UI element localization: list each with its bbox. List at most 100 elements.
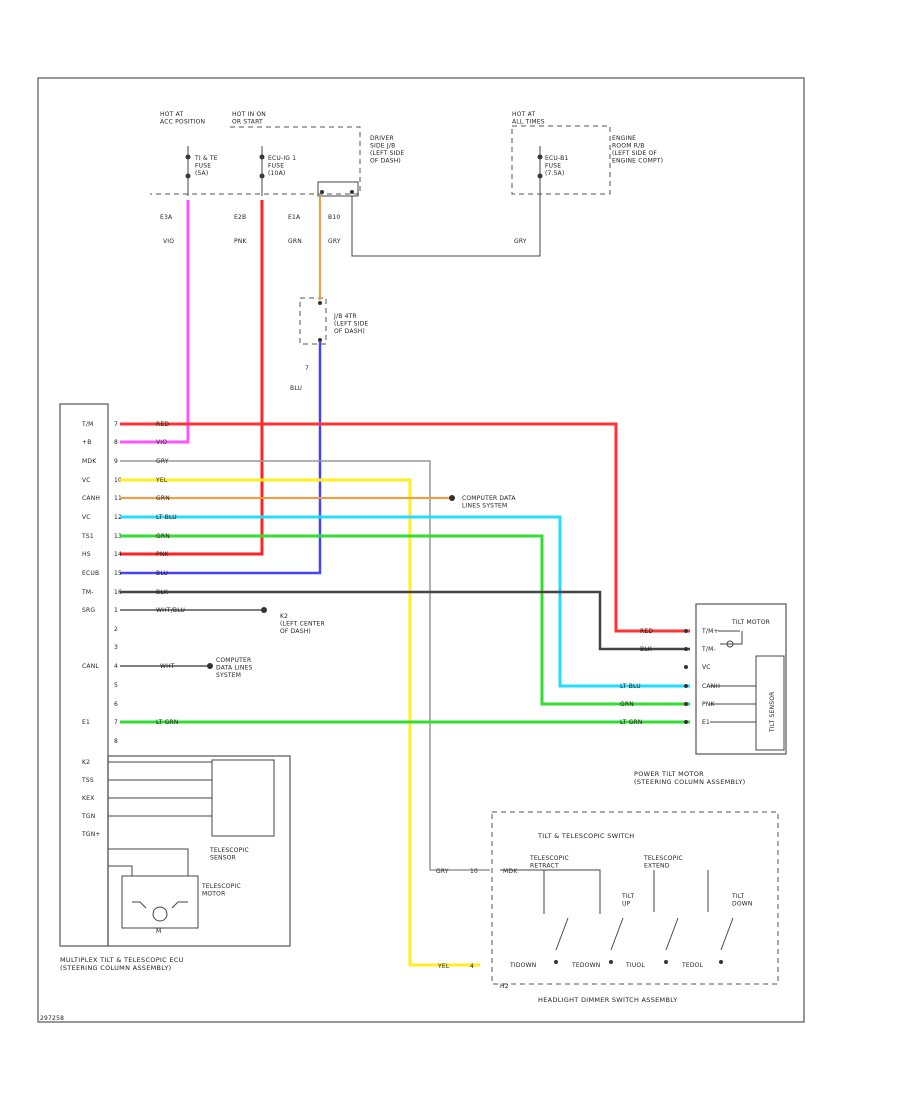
ecu-pin-number: 12 xyxy=(114,514,122,521)
switch-contact-label: TIUOL xyxy=(625,962,645,969)
ecu-pin-label: HS xyxy=(82,551,91,558)
ecu-pin-number: 11 xyxy=(114,495,122,502)
ecu-pin-number: 15 xyxy=(114,570,122,577)
ecu-lower-pin: TGN+ xyxy=(81,831,101,838)
ecu-wire-label: BLU xyxy=(156,570,168,577)
ecu-pin-label: TM- xyxy=(81,589,94,596)
tilt-wire-label: BLK xyxy=(640,646,653,653)
ecu-pin-label: ECUB xyxy=(82,570,99,577)
jb-4tr-wire: BLU xyxy=(290,385,302,392)
footer-code: 297258 xyxy=(40,1015,64,1022)
ecu-pin-number: 3 xyxy=(114,644,118,651)
tilt-motor-pin: T/M- xyxy=(701,646,716,653)
switch-contact-label: TIDOWN xyxy=(509,962,536,969)
ecu-pin-number: 6 xyxy=(114,701,118,708)
switch-title: TILT & TELESCOPIC SWITCH xyxy=(537,832,635,840)
power-tilt-motor: TILT SENSOR TILT MOTOR T/M+T/M-VCCANHPNK… xyxy=(620,603,787,786)
switch-assembly-label: HEADLIGHT DIMMER SWITCH ASSEMBLY xyxy=(538,996,678,1004)
pin-e3a: E3A xyxy=(160,214,173,221)
ecu-box: MULTIPLEX TILT & TELESCOPIC ECU(STEERING… xyxy=(59,403,291,972)
tilt-motor-pin: T/M+ xyxy=(701,628,719,635)
tilt-connector-dot xyxy=(684,629,688,633)
switch-contact-dot xyxy=(664,960,668,964)
motor-icon xyxy=(152,906,168,922)
tilt-sensor-label: TILT SENSOR xyxy=(769,691,776,733)
switch-gry-wire: GRY xyxy=(436,868,449,875)
ecu-pin-number: 10 xyxy=(114,477,122,484)
telescopic-sensor-box xyxy=(211,759,275,837)
tilt-connector-dot xyxy=(684,684,688,688)
tilt-wire-label: LT GRN xyxy=(620,719,643,726)
tilt-motor-pin: CANH xyxy=(702,683,720,690)
ecu-pin-number: 5 xyxy=(114,682,118,689)
ecu-pin-number: 8 xyxy=(114,439,118,446)
switch-blade xyxy=(720,917,734,951)
ecu-wire-label: YEL xyxy=(155,477,168,484)
ecu-pin-number: 13 xyxy=(114,533,122,540)
ecu-wire-label: PNK xyxy=(156,551,170,558)
ecu-lower-pin: TGN xyxy=(81,813,95,820)
switch-contact-label: TEDOWN xyxy=(571,962,600,969)
ecu-pin-number: 14 xyxy=(114,551,122,558)
tilt-connector-dot xyxy=(684,665,688,669)
wire-vio xyxy=(120,200,190,444)
driver-jb-outline xyxy=(150,126,361,195)
ecu-pin-label: MDK xyxy=(82,458,97,465)
wire-ltblu xyxy=(120,515,690,688)
tilt-wire-label: LT BLU xyxy=(620,683,641,690)
switch-contact-dot xyxy=(554,960,558,964)
wire-gry-label-a: GRY xyxy=(328,238,341,245)
pin-e1a: E1A xyxy=(288,214,301,221)
ecu-pin-number: 7 xyxy=(114,719,118,726)
wire-blu xyxy=(120,342,322,575)
ecu-lower-pin: TSS xyxy=(81,777,94,784)
ecu-lower-pin: KEX xyxy=(82,795,94,802)
ecu-pin-label: VC xyxy=(82,477,91,484)
switch-blade xyxy=(555,917,569,951)
ecu-pin-label: T/M xyxy=(81,421,93,428)
ecu-wire-label: VIO xyxy=(156,439,167,446)
tilt-wire-label: GRN xyxy=(620,701,634,708)
ecu-wire-label: LT GRN xyxy=(156,719,179,726)
pin-e2b: E2B xyxy=(234,214,246,221)
switch-blade xyxy=(610,917,624,951)
ecu-pin-number: 8 xyxy=(114,738,118,745)
ecu-pin-number: 1 xyxy=(114,607,118,614)
wire-gry-label-b: GRY xyxy=(514,238,527,245)
tilt-connector-dot xyxy=(684,702,688,706)
ecu-wire-label: WHT xyxy=(160,663,175,670)
switch-yel-wire: YEL xyxy=(437,963,450,970)
diagram-frame xyxy=(37,77,805,1023)
tilt-motor-label: TILT MOTOR xyxy=(731,619,770,626)
switch-blade xyxy=(665,917,679,951)
ecu-pin-number: 16 xyxy=(114,589,122,596)
ecu-title: MULTIPLEX TILT & TELESCOPIC ECU(STEERING… xyxy=(60,956,184,972)
wire-blk xyxy=(120,590,690,651)
ecu-lower-pin: K2 xyxy=(82,759,90,766)
ecu-wire-label: GRN xyxy=(156,533,170,540)
switch-mdk: MDK xyxy=(503,868,518,875)
wire-red xyxy=(120,422,690,633)
switch-connector: H2 xyxy=(500,983,509,990)
telescopic-motor-box xyxy=(121,875,199,929)
wire-gry-ecu xyxy=(120,460,490,871)
ecu-wire-label: GRY xyxy=(156,458,169,465)
wire-pnk-label: PNK xyxy=(234,238,248,245)
ecu-pin-number: 2 xyxy=(114,626,118,633)
wire-grn-label: GRN xyxy=(288,238,302,245)
ecu-wire-label: BLK xyxy=(156,589,169,596)
